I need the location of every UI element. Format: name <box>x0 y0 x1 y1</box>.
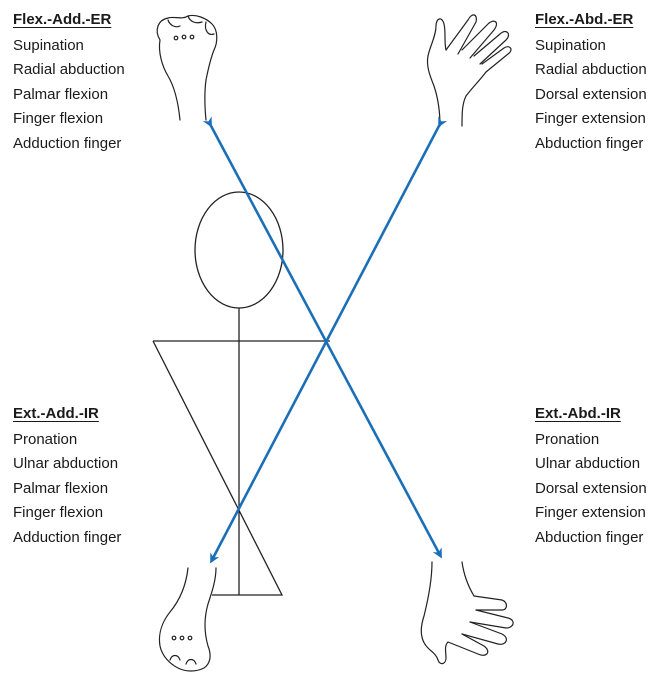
pattern-item: Dorsal extension <box>535 477 647 502</box>
pattern-item: Abduction finger <box>535 132 647 157</box>
pattern-item: Palmar flexion <box>13 83 125 108</box>
pattern-item: Abduction finger <box>535 526 647 551</box>
pattern-item: Supination <box>13 34 125 59</box>
body-figure <box>153 192 330 595</box>
diagonal-arrows <box>210 124 440 560</box>
pattern-heading: Ext.-Add.-IR <box>13 402 121 427</box>
pattern-flex-abd-er: Flex.-Abd.-ER Supination Radial abductio… <box>535 8 647 156</box>
pattern-item: Finger flexion <box>13 501 121 526</box>
pattern-item: Adduction finger <box>13 132 125 157</box>
pattern-flex-add-er: Flex.-Add.-ER Supination Radial abductio… <box>13 8 125 156</box>
pattern-heading: Ext.-Abd.-IR <box>535 402 647 427</box>
pattern-ext-abd-ir: Ext.-Abd.-IR Pronation Ulnar abduction D… <box>535 402 647 550</box>
pattern-item: Dorsal extension <box>535 83 647 108</box>
pattern-item: Palmar flexion <box>13 477 121 502</box>
pattern-heading: Flex.-Abd.-ER <box>535 8 647 33</box>
pattern-item: Radial abduction <box>535 58 647 83</box>
pattern-item: Ulnar abduction <box>13 452 121 477</box>
torso-triangle <box>153 341 282 595</box>
pattern-item: Finger flexion <box>13 107 125 132</box>
pattern-item: Radial abduction <box>13 58 125 83</box>
fist-hand-icon <box>157 15 217 120</box>
pattern-item: Ulnar abduction <box>535 452 647 477</box>
pattern-heading: Flex.-Add.-ER <box>13 8 125 33</box>
open-hand-icon <box>427 15 511 126</box>
pattern-item: Finger extension <box>535 107 647 132</box>
pattern-ext-add-ir: Ext.-Add.-IR Pronation Ulnar abduction P… <box>13 402 121 550</box>
pattern-item: Supination <box>535 34 647 59</box>
pattern-item: Pronation <box>13 428 121 453</box>
pattern-item: Adduction finger <box>13 526 121 551</box>
pattern-item: Finger extension <box>535 501 647 526</box>
open-hand-icon-bottom <box>421 562 513 664</box>
fist-hand-icon-bottom <box>159 568 216 671</box>
pattern-item: Pronation <box>535 428 647 453</box>
head-outline <box>195 192 283 308</box>
